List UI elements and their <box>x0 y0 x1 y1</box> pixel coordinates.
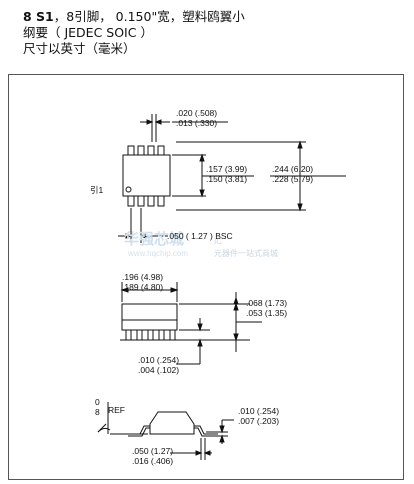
angle-ref-label: REF <box>108 405 125 415</box>
title-line-1: 8 S1，8引脚， 0.150"宽，塑料鸥翼小 <box>23 9 245 25</box>
lead-thickness-label-line: .007 (.203) <box>238 416 279 426</box>
side-lead <box>158 329 165 341</box>
overall-width-label-line: .244 (6.20) <box>272 164 313 174</box>
title-block: 8 S1，8引脚， 0.150"宽，塑料鸥翼小 纲要（ JEDEC SOIC ）… <box>23 9 245 57</box>
body-length-label: .196 (4.98).189 (4.80) <box>122 272 163 292</box>
body-width-label-line: .150 (3.81) <box>206 174 247 184</box>
overall-width-label-line: .228 (5.79) <box>272 174 313 184</box>
package-code: 8 S1 <box>23 9 54 24</box>
side-view <box>120 282 262 365</box>
side-lead <box>169 329 176 341</box>
lead-width-label-line: .020 (.508) <box>176 108 217 118</box>
top-body-outline <box>122 154 171 197</box>
lead-width-label-line: .013 (.330) <box>176 118 217 128</box>
side-lead <box>136 329 143 341</box>
end-body-outline <box>149 411 195 435</box>
bottom-pin <box>157 195 165 207</box>
watermark: 华强芯城 www.hqchip.com IC 元器件一站式商城 <box>124 230 278 258</box>
side-lead <box>147 329 154 341</box>
watermark-slogan: 元器件一站式商城 <box>214 248 278 258</box>
watermark-tag: IC <box>214 237 222 246</box>
top-view <box>118 114 346 243</box>
bottom-pin <box>137 195 145 207</box>
watermark-url: www.hqchip.com <box>127 249 188 258</box>
top-pin <box>137 145 145 156</box>
watermark-brand: 华强芯城 <box>124 230 184 248</box>
foot-length-label-line: .016 (.406) <box>132 456 173 466</box>
lead-width-label: .020 (.508).013 (.330) <box>176 108 217 128</box>
angle-label-line: 0 <box>95 397 100 407</box>
top-pin <box>127 145 135 156</box>
standoff-label-line: .004 (.102) <box>138 365 179 375</box>
pin-pitch-label: .050 ( 1.27 ) BSC <box>167 231 233 241</box>
title-line-3: 尺寸以英寸（毫米） <box>23 41 136 56</box>
height-label-line: .053 (1.35) <box>246 308 287 318</box>
standoff-label: .010 (.254).004 (.102) <box>138 355 179 375</box>
body-width-label-line: .157 (3.99) <box>206 164 247 174</box>
pin1-dot <box>125 186 132 193</box>
body-length-label-line: .196 (4.98) <box>122 272 163 282</box>
bottom-pin <box>147 195 155 207</box>
standoff-label-line: .010 (.254) <box>138 355 179 365</box>
top-pin <box>157 145 165 156</box>
angle-label-line: 8 <box>95 407 100 417</box>
height-label: .068 (1.73).053 (1.35) <box>246 298 287 318</box>
foot-length-label: .050 (1.27).016 (.406) <box>132 446 173 466</box>
end-view <box>97 402 234 460</box>
body-width-label: .157 (3.99).150 (3.81) <box>206 164 247 184</box>
side-body-outline <box>121 303 178 331</box>
bottom-pin <box>127 195 135 207</box>
pin1-label: 引1 <box>90 185 104 195</box>
height-label-line: .068 (1.73) <box>246 298 287 308</box>
lead-thickness-label: .010 (.254).007 (.203) <box>238 406 279 426</box>
top-pin <box>147 145 155 156</box>
lead-thickness-label-line: .010 (.254) <box>238 406 279 416</box>
side-lead <box>125 329 132 341</box>
body-length-label-line: .189 (4.80) <box>122 282 163 292</box>
overall-width-label: .244 (6.20).228 (5.79) <box>272 164 313 184</box>
foot-length-label-line: .050 (1.27) <box>132 446 173 456</box>
package-desc: ，8引脚， 0.150"宽，塑料鸥翼小 <box>53 9 245 24</box>
drawing-frame <box>8 74 404 480</box>
title-line-2: 纲要（ JEDEC SOIC ） <box>23 25 153 40</box>
